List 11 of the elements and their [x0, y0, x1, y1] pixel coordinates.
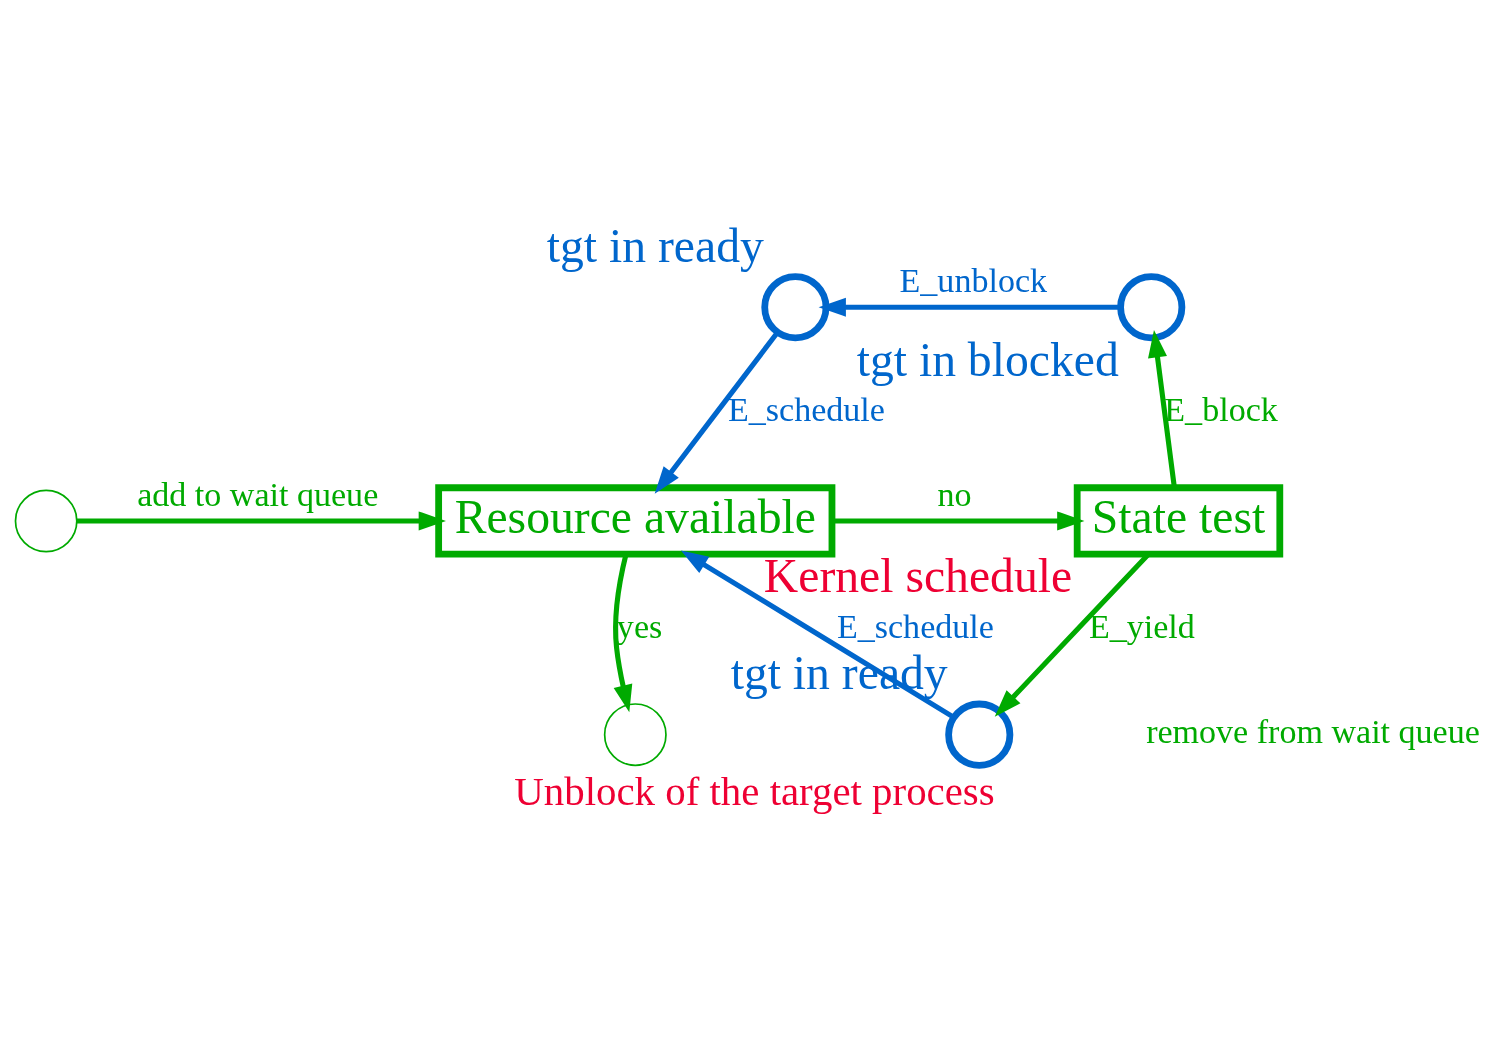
edge-label: add to wait queue	[137, 475, 379, 513]
node-label: tgt in blocked	[856, 334, 1119, 387]
caption: Unblock of the target process	[514, 768, 995, 814]
edge-label: E_schedule	[836, 607, 994, 645]
label: remove from wait queue	[1146, 713, 1480, 751]
edge-label: yes	[616, 607, 663, 645]
edge-label: E_schedule	[727, 391, 885, 429]
node-label: tgt in ready	[546, 219, 764, 272]
edge-label: E_yield	[1088, 607, 1195, 645]
edge-label: E_unblock	[899, 261, 1048, 299]
edge-label: no	[937, 475, 972, 513]
